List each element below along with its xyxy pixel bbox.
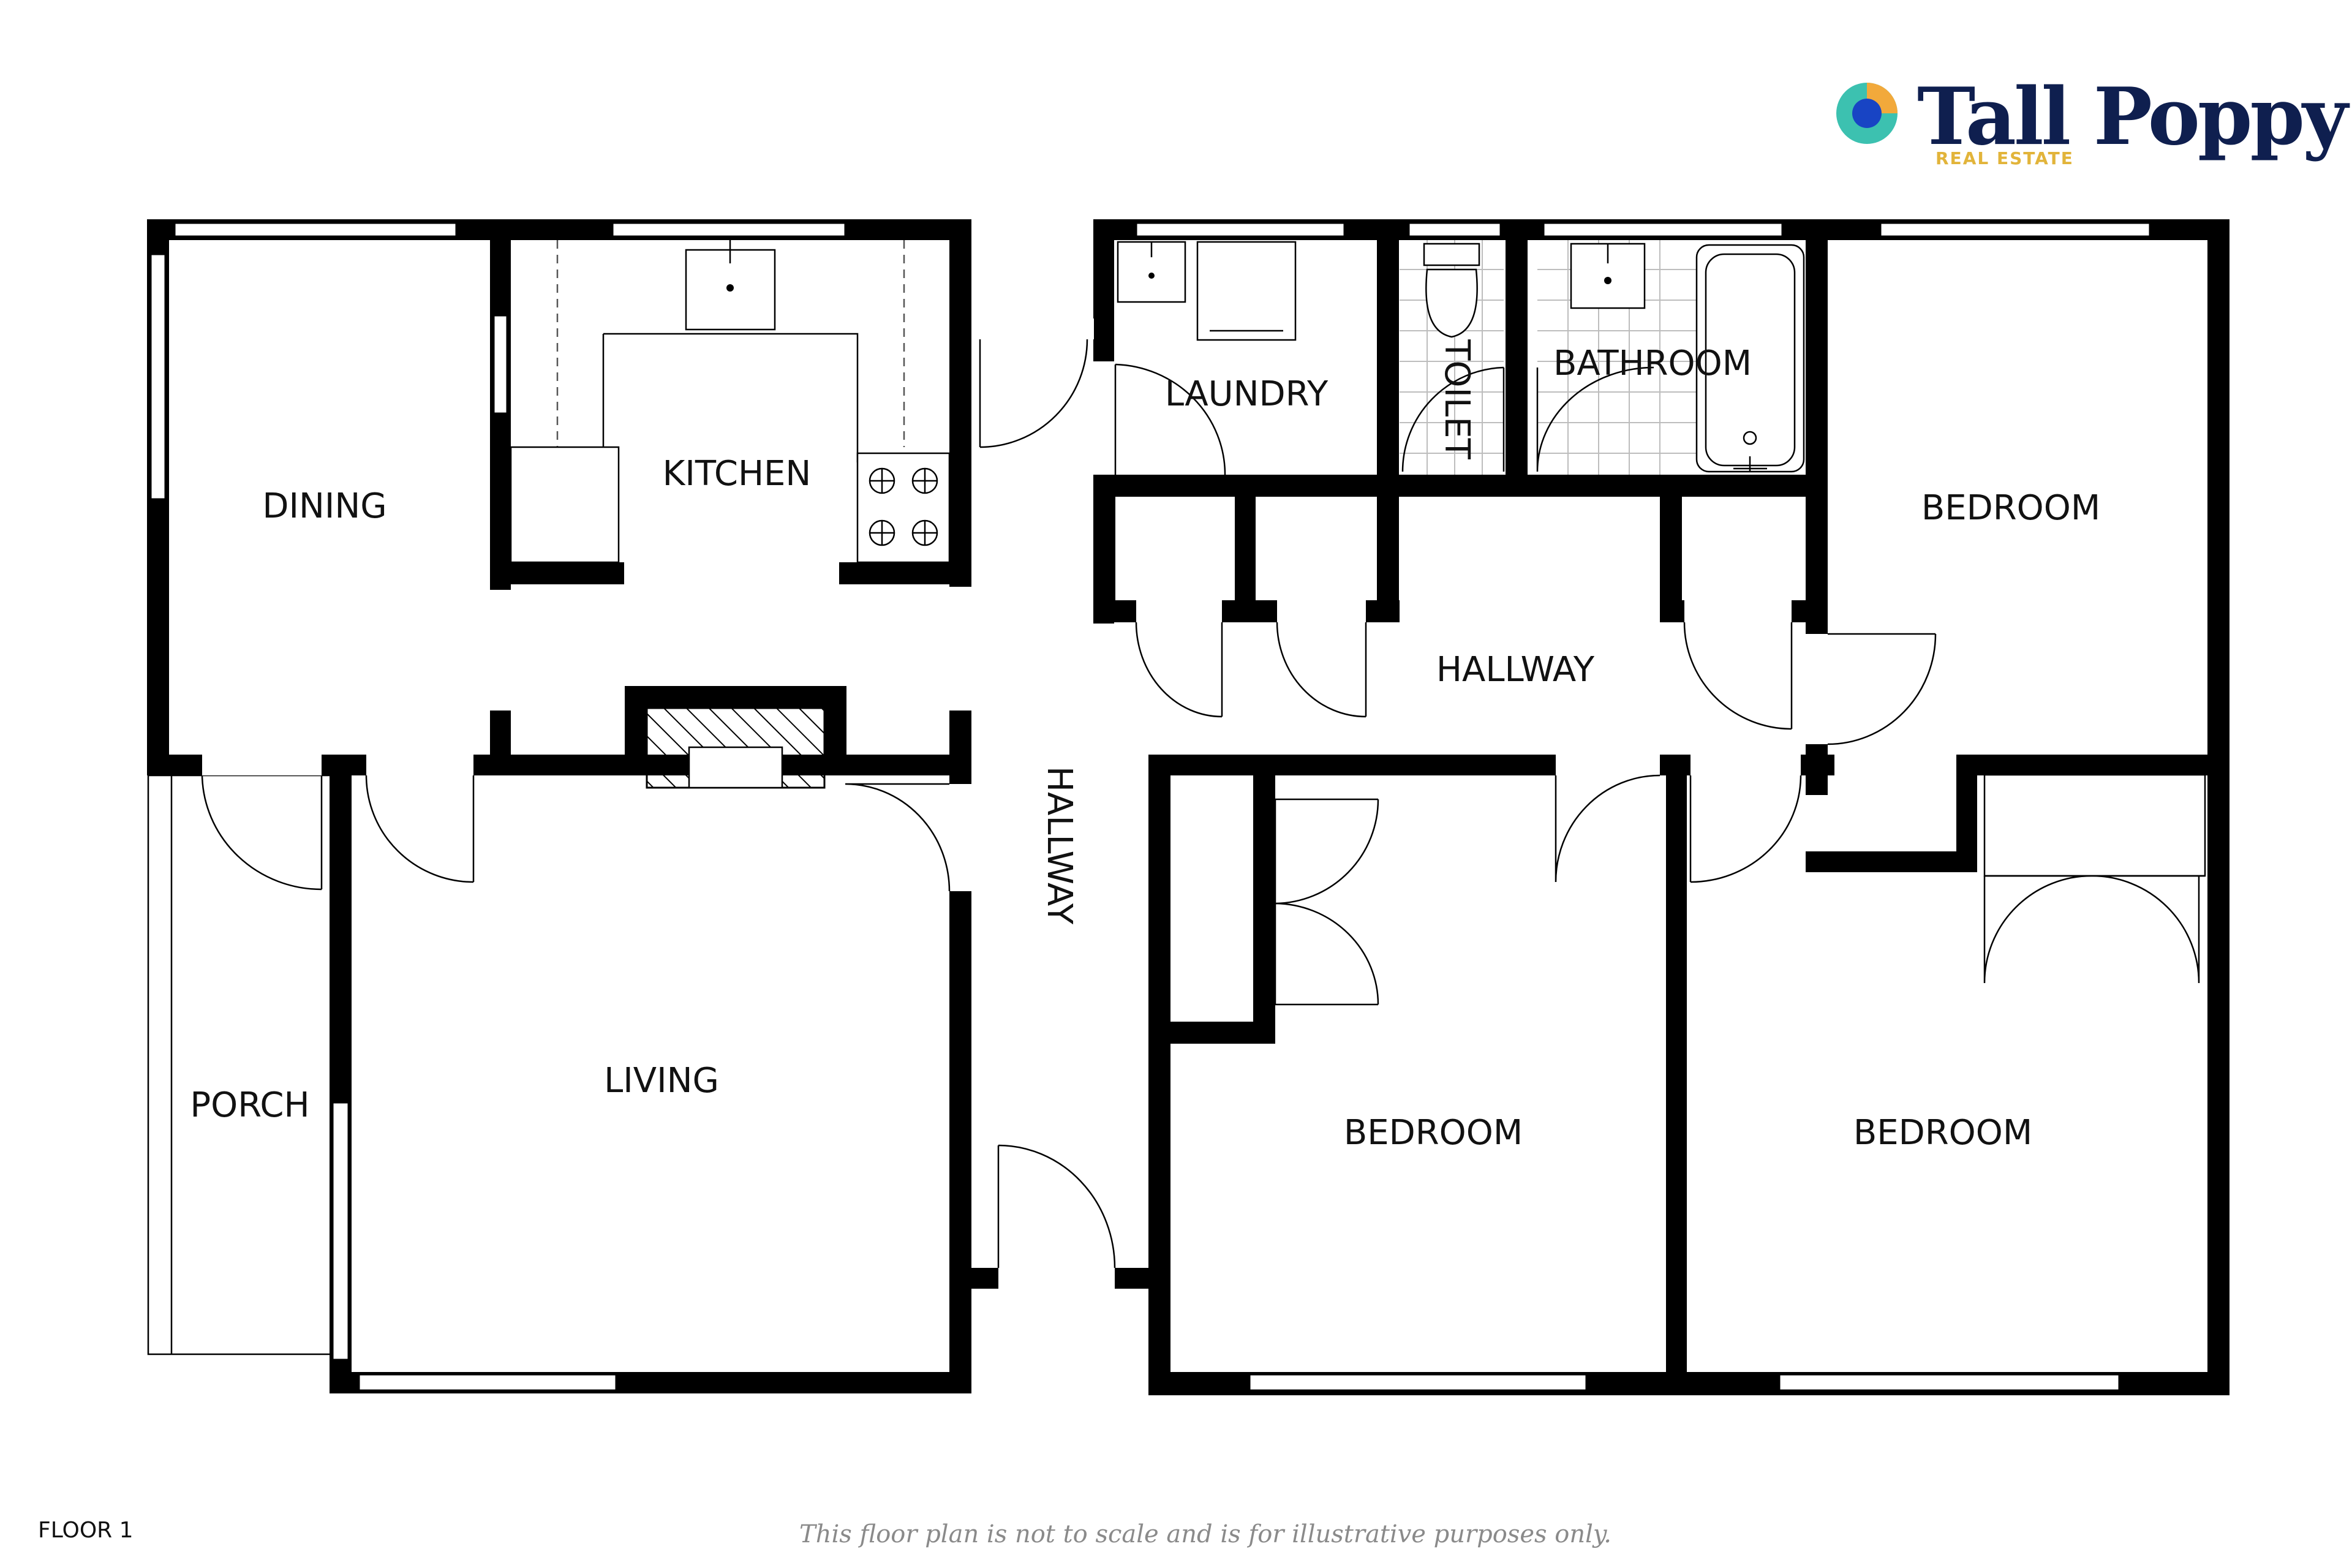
brand-tagline: REAL ESTATE (1936, 148, 2074, 168)
floor-label: FLOOR 1 (38, 1518, 134, 1543)
window-icon (173, 222, 458, 238)
brand-name: Tall Poppy (1917, 71, 2350, 163)
room-label-kitchen: KITCHEN (663, 454, 812, 494)
logo-mark-icon (1836, 83, 1898, 144)
windows (147, 222, 2151, 1392)
room-label-hallway-vertical: HALLWAY (1039, 766, 1079, 925)
room-label-bathroom: BATHROOM (1553, 344, 1752, 383)
bathtub-icon (1695, 244, 1805, 473)
room-label-bedroom-3: BEDROOM (1853, 1113, 2032, 1153)
fireplace-icon (646, 707, 826, 789)
room-label-hallway-upper: HALLWAY (1436, 650, 1595, 690)
room-labels: DINING KITCHEN LAUNDRY TOILET BATHROOM B… (190, 339, 2100, 1153)
room-label-living: LIVING (604, 1061, 719, 1101)
room-label-porch: PORCH (190, 1085, 309, 1125)
fixtures (510, 240, 1805, 789)
disclaimer-text: This floor plan is not to scale and is f… (799, 1520, 1611, 1548)
stove-icon (856, 452, 951, 564)
door-swing-icon (201, 755, 323, 891)
room-label-bedroom-1: BEDROOM (1921, 488, 2100, 528)
toilet-icon (1423, 243, 1480, 338)
room-label-laundry: LAUNDRY (1165, 374, 1329, 414)
room-label-bedroom-2: BEDROOM (1344, 1113, 1523, 1153)
room-label-toilet: TOILET (1437, 339, 1477, 459)
brand-logo: Tall Poppy REAL ESTATE (1836, 71, 2352, 168)
doors (201, 318, 2206, 1289)
sink-icon (685, 240, 776, 331)
room-label-dining: DINING (262, 486, 386, 526)
